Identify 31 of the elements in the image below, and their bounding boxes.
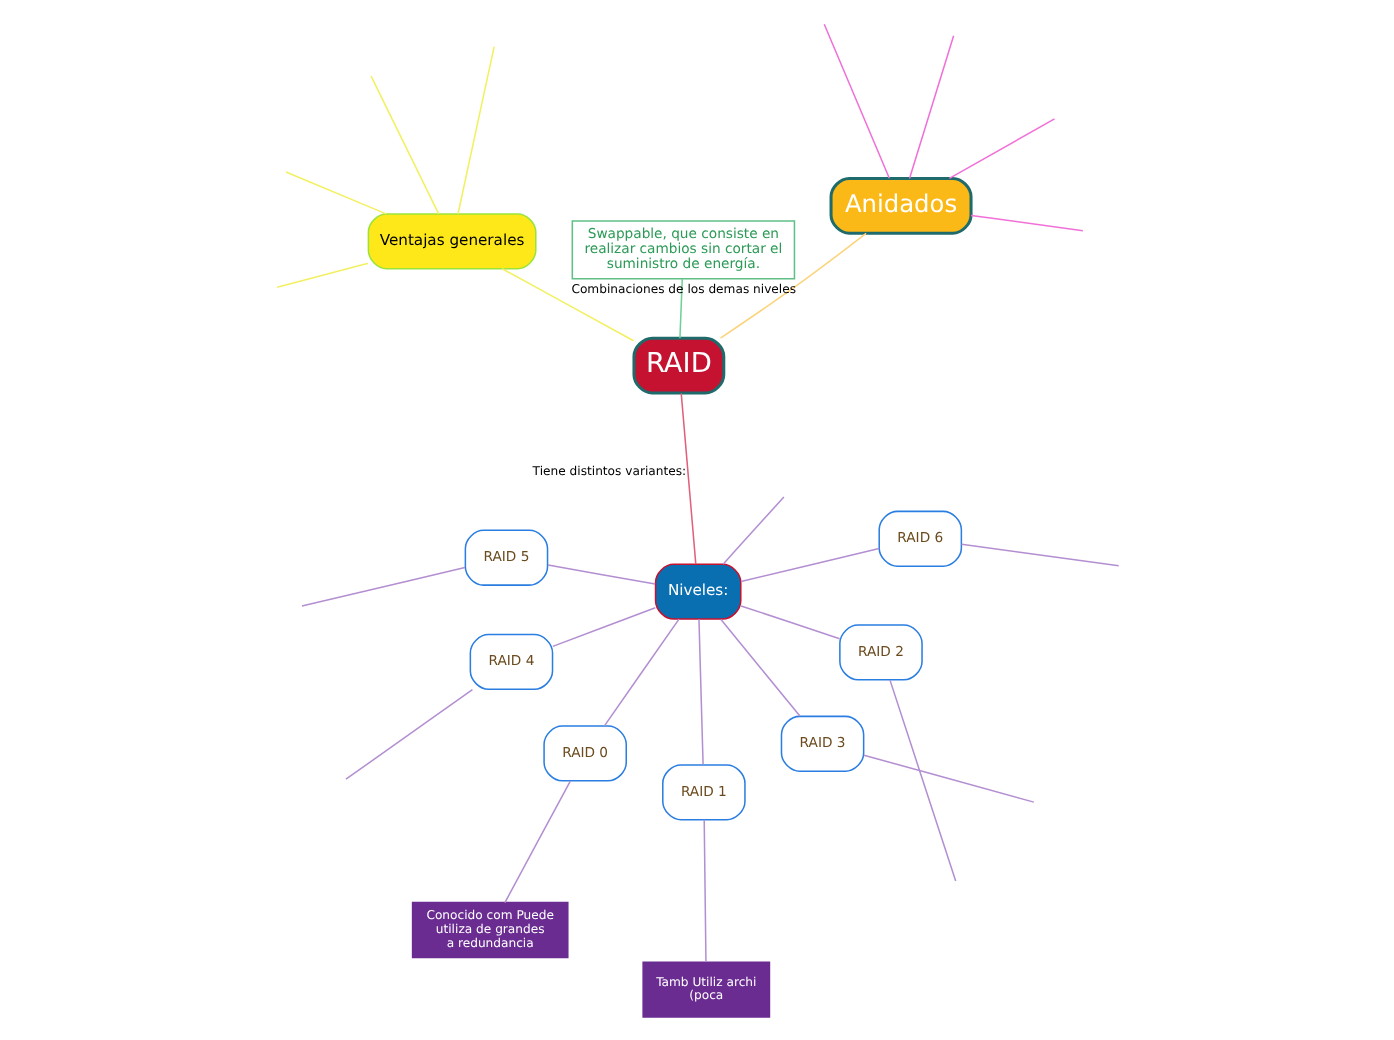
connector <box>678 278 682 339</box>
connector <box>822 23 890 179</box>
connector <box>907 35 954 180</box>
connector <box>739 547 879 583</box>
connector <box>551 607 656 648</box>
connector <box>500 267 634 342</box>
connector <box>344 688 473 780</box>
connector <box>947 118 1055 180</box>
connector <box>300 566 465 607</box>
connector <box>679 392 696 565</box>
connector <box>284 171 386 215</box>
node-box: Anidados <box>828 176 972 235</box>
connector <box>719 618 800 717</box>
node-box: Niveles: <box>653 563 741 620</box>
connector <box>718 232 866 339</box>
connector <box>503 780 571 904</box>
connector <box>702 818 706 963</box>
connector <box>456 45 494 215</box>
connector <box>959 543 1119 567</box>
node-box: RAID <box>631 336 725 395</box>
connector <box>697 618 703 766</box>
connector <box>369 75 439 215</box>
connector <box>969 214 1083 232</box>
connector <box>602 618 679 727</box>
connector <box>888 679 956 882</box>
connector <box>862 754 1034 803</box>
connector <box>739 605 840 640</box>
connector <box>275 262 368 288</box>
connector <box>721 496 784 565</box>
node-box: Ventajas generales <box>366 213 536 270</box>
connector <box>546 564 655 585</box>
